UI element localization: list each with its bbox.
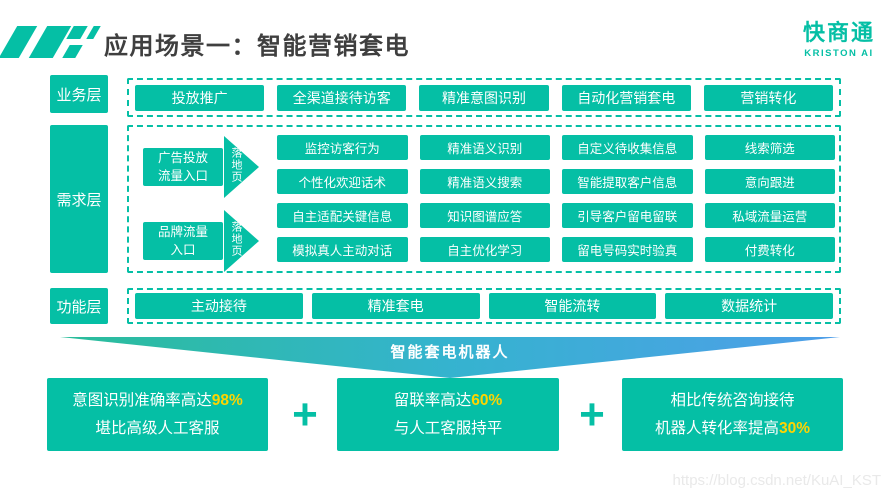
demand-grid-cell: 个性化欢迎话术 [277,169,408,194]
ad-traffic-entrance: 广告投放 流量入口 [143,148,223,186]
demand-grid-cell: 线索筛选 [704,135,835,160]
business-item: 全渠道接待访客 [277,84,407,111]
business-item: 精准意图识别 [419,84,549,111]
result-line: 堪比高级人工客服 [95,419,220,437]
landing-page-label: 落地页 [230,221,242,257]
demand-grid-cell: 智能提取客户信息 [562,169,693,194]
function-layer-label: 功能层 [50,288,108,324]
landing-page-label: 落地页 [230,147,242,183]
demand-grid-cell: 模拟真人主动对话 [277,237,408,262]
result-box: 意图识别准确率高达98% 堪比高级人工客服 [47,378,268,451]
result-line: 相比传统咨询接待 [670,391,795,409]
brand-name: 快商通 [802,20,875,45]
demand-layer-container: 广告投放 流量入口 落地页 品牌流量 入口 落地页 监控访客行为 精准语义识别 … [127,125,841,273]
plus-icon: + [292,389,318,439]
demand-layer-label: 需求层 [50,125,108,273]
entrance-line: 广告投放 [157,150,208,165]
function-item: 精准套电 [311,293,480,319]
function-item: 主动接待 [135,293,303,319]
kriston-logo-mark-icon [0,26,101,60]
business-item: 投放推广 [135,84,265,111]
demand-grid-cell: 精准语义搜索 [419,169,550,194]
plus-icon: + [579,389,605,439]
demand-grid-cell: 引导客户留电留联 [562,203,693,228]
page-title: 应用场景一：智能营销套电 [104,33,410,60]
funnel-label: 智能套电机器人 [390,344,510,361]
demand-grid-cell: 付费转化 [704,237,835,262]
entrance-line: 入口 [170,243,196,257]
demand-grid-cell: 自定义待收集信息 [562,135,693,160]
demand-grid-cell: 意向跟进 [704,169,835,194]
demand-grid-cell: 监控访客行为 [277,135,408,160]
demand-grid: 监控访客行为 精准语义识别 自定义待收集信息 线索筛选 个性化欢迎话术 精准语义… [277,135,835,262]
business-layer-container: 投放推广 全渠道接待访客 精准意图识别 自动化营销套电 营销转化 [127,78,841,117]
business-item: 自动化营销套电 [561,84,691,111]
demand-grid-cell: 留电号码实时验真 [562,237,693,262]
function-layer-container: 主动接待 精准套电 智能流转 数据统计 [127,288,841,324]
result-line: 意图识别准确率高达98% [72,391,243,409]
brand-logo: 快商通 KRISTON AI [803,15,875,59]
entrance-line: 流量入口 [157,169,208,183]
result-line: 留联率高达60% [393,391,503,409]
result-line: 机器人转化率提高30% [654,419,811,437]
demand-grid-cell: 精准语义识别 [419,135,550,160]
entrance-line: 品牌流量 [157,224,208,239]
function-item: 智能流转 [488,293,657,319]
demand-grid-cell: 自主适配关键信息 [277,203,408,228]
result-line: 与人工客服持平 [393,419,503,437]
demand-grid-cell: 自主优化学习 [419,237,550,262]
brand-traffic-entrance: 品牌流量 入口 [143,222,223,260]
function-item: 数据统计 [665,293,833,319]
result-box: 留联率高达60% 与人工客服持平 [337,378,559,451]
result-box: 相比传统咨询接待 机器人转化率提高30% [622,378,843,451]
demand-grid-cell: 知识图谱应答 [419,203,550,228]
demand-grid-cell: 私域流量运营 [704,203,835,228]
business-layer-label: 业务层 [50,75,108,113]
business-item: 营销转化 [703,84,834,111]
brand-subtitle: KRISTON AI [804,48,874,59]
watermark: https://blog.csdn.net/KuAI_KST [672,472,881,489]
